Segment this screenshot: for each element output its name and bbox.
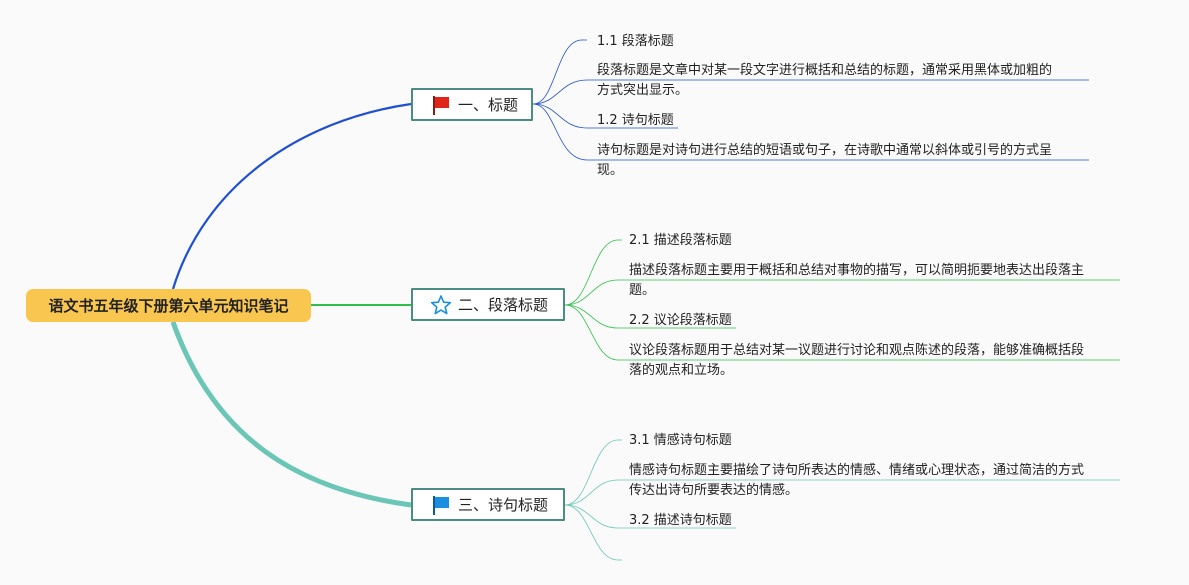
- connector-root-branch-3: [170, 321, 412, 508]
- leaf-2-4[interactable]: 议论段落标题用于总结对某一议题进行讨论和观点陈述的段落，能够准确概括段 落的观点…: [629, 341, 1084, 381]
- leaf-2-1[interactable]: 2.1 描述段落标题: [629, 231, 732, 251]
- leaf-2-2[interactable]: 描述段落标题主要用于概括和总结对事物的描写，可以简明扼要地表达出段落主 题。: [629, 261, 1084, 301]
- leaf-text: 1.1 段落标题: [597, 34, 674, 49]
- leaf-3-3[interactable]: 3.2 描述诗句标题: [629, 511, 732, 531]
- star-icon: [430, 294, 452, 316]
- connector-root-branch-1: [171, 102, 412, 290]
- branch-label-1: 一、标题: [458, 96, 519, 114]
- leaf-text: 2.1 描述段落标题: [629, 233, 732, 248]
- leaf-text: 情感诗句标题主要描绘了诗句所表达的情感、情绪或心理状态，通过简洁的方式: [629, 463, 1085, 478]
- leaf-text: 议论段落标题用于总结对某一议题进行讨论和观点陈述的段落，能够准确概括段: [629, 343, 1085, 358]
- leaf-text: 传达出诗句所要表达的情感。: [629, 483, 799, 498]
- leaf-text: 诗句标题是对诗句进行总结的短语或句子，在诗歌中通常以斜体或引号的方式呈: [597, 143, 1053, 158]
- connectors-branch-2: [564, 239, 1120, 361]
- branch-topic-3[interactable]: 三、诗句标题: [411, 488, 565, 521]
- leaf-text: 3.1 情感诗句标题: [629, 433, 732, 448]
- leaf-3-1[interactable]: 3.1 情感诗句标题: [629, 431, 732, 451]
- red-flag-icon: [430, 94, 452, 116]
- connectors-branch-1: [532, 39, 1089, 161]
- root-topic[interactable]: 语文书五年级下册第六单元知识笔记: [26, 289, 311, 322]
- leaf-1-1[interactable]: 1.1 段落标题: [597, 32, 674, 52]
- leaf-text: 现。: [597, 163, 624, 178]
- branch-label-2: 二、段落标题: [458, 296, 549, 314]
- leaf-1-2[interactable]: 段落标题是文章中对某一段文字进行概括和总结的标题，通常采用黑体或加粗的 方式突出…: [597, 61, 1052, 101]
- leaf-text: 3.2 描述诗句标题: [629, 513, 732, 528]
- leaf-text: 落的观点和立场。: [629, 363, 734, 378]
- leaf-text: 题。: [629, 283, 656, 298]
- blue-flag-icon: [430, 494, 452, 516]
- leaf-text: 2.2 议论段落标题: [629, 313, 732, 328]
- branch-topic-2[interactable]: 二、段落标题: [411, 288, 565, 321]
- leaf-text: 段落标题是文章中对某一段文字进行概括和总结的标题，通常采用黑体或加粗的: [597, 63, 1053, 78]
- branch-label-3: 三、诗句标题: [458, 496, 549, 514]
- leaf-text: 方式突出显示。: [597, 83, 689, 98]
- connectors-branch-3: [564, 439, 1120, 561]
- leaf-text: 1.2 诗句标题: [597, 113, 674, 128]
- leaf-3-2[interactable]: 情感诗句标题主要描绘了诗句所表达的情感、情绪或心理状态，通过简洁的方式 传达出诗…: [629, 461, 1084, 501]
- leaf-text: 描述段落标题主要用于概括和总结对事物的描写，可以简明扼要地表达出段落主: [629, 263, 1085, 278]
- leaf-2-3[interactable]: 2.2 议论段落标题: [629, 311, 732, 331]
- leaf-1-4[interactable]: 诗句标题是对诗句进行总结的短语或句子，在诗歌中通常以斜体或引号的方式呈 现。: [597, 141, 1052, 181]
- branch-topic-1[interactable]: 一、标题: [411, 88, 533, 121]
- leaf-1-3[interactable]: 1.2 诗句标题: [597, 111, 674, 131]
